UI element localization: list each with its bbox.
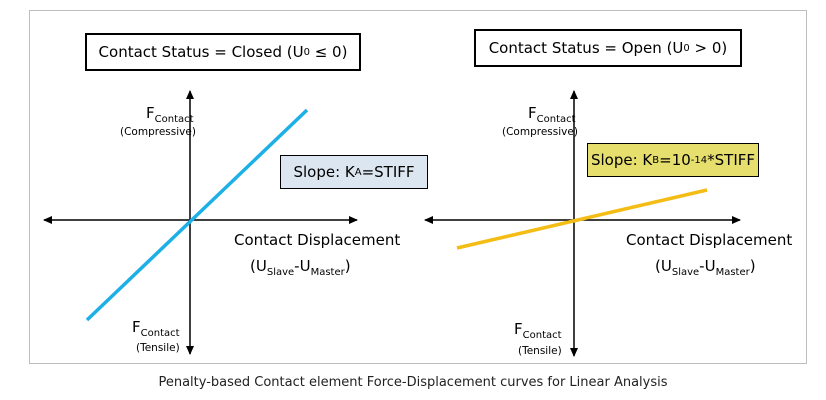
figure-frame <box>29 10 807 364</box>
left-y-top-note: (Compressive) <box>120 126 196 138</box>
right-curve-open <box>456 188 708 250</box>
right-y-top-note: (Compressive) <box>502 126 578 138</box>
left-x-label: Contact Displacement <box>234 231 401 249</box>
left-status-suffix: ≤ 0) <box>309 43 348 61</box>
right-y-bottom-label: FContact <box>514 320 562 341</box>
right-status-prefix: Contact Status = Open (U <box>488 39 684 57</box>
right-y-bottom-note: (Tensile) <box>518 345 562 357</box>
right-x-label: Contact Displacement <box>626 231 793 249</box>
right-status-sub: 0 <box>683 42 690 54</box>
left-status-prefix: Contact Status = Closed (U <box>98 43 304 61</box>
left-y-bottom-label: FContact <box>132 318 180 339</box>
left-curve-closed <box>85 108 309 322</box>
left-y-bottom-note: (Tensile) <box>136 342 180 354</box>
figure-caption: Penalty-based Contact element Force-Disp… <box>158 375 668 390</box>
left-y-top-label: FContact <box>146 104 194 125</box>
right-status-suffix: > 0) <box>689 39 728 57</box>
left-status-sub: 0 <box>303 46 310 58</box>
left-x-expression: (USlave-UMaster) <box>250 257 351 278</box>
right-y-top-label: FContact <box>528 104 576 125</box>
right-x-expression: (USlave-UMaster) <box>655 257 756 278</box>
